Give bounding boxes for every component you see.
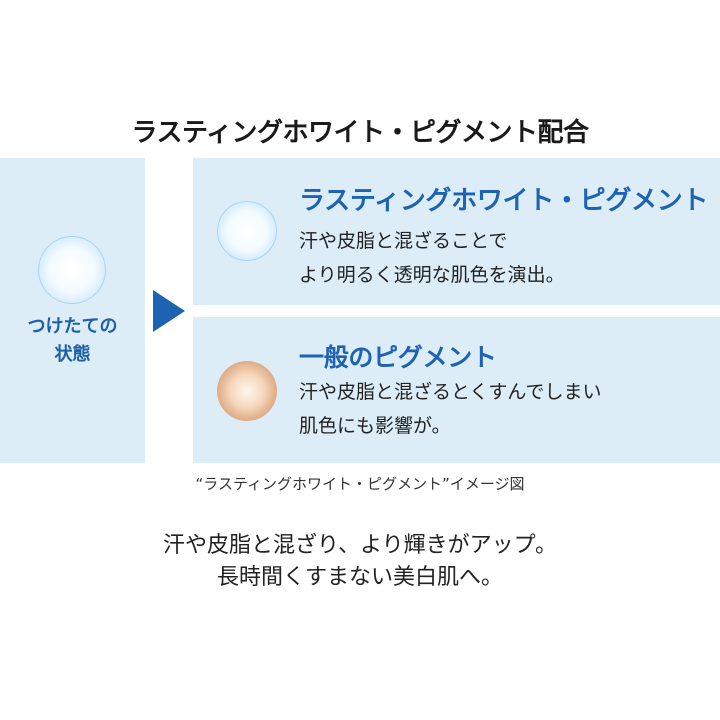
white-pigment-orb-icon: [217, 201, 277, 261]
card-description-line2: より明るく透明な肌色を演出。: [299, 264, 565, 286]
general-pigment-card: 一般のピグメント 汗や皮脂と混ざるとくすんでしまい 肌色にも影響が。: [193, 317, 720, 463]
lasting-white-pigment-card: ラスティングホワイト・ピグメント 汗や皮脂と混ざることで より明るく透明な肌色を…: [193, 158, 720, 305]
card-description-line2: 肌色にも影響が。: [299, 415, 451, 437]
initial-state-panel: [0, 158, 145, 463]
card-description: 汗や皮脂と混ざることで より明るく透明な肌色を演出。: [299, 224, 565, 292]
initial-state-label-line2: 状態: [54, 344, 91, 365]
image-caption: “ラスティングホワイト・ピグメント”イメージ図: [195, 475, 525, 493]
card-description: 汗や皮脂と混ざるとくすんでしまい 肌色にも影響が。: [299, 375, 601, 443]
card-heading: 一般のピグメント: [299, 343, 497, 372]
summary-line1: 汗や皮脂と混ざり、より輝きがアップ。: [162, 533, 558, 558]
initial-state-label: つけたての 状態: [0, 313, 145, 369]
summary-text: 汗や皮脂と混ざり、より輝きがアップ。 長時間くすまない美白肌へ。: [0, 530, 720, 594]
card-heading: ラスティングホワイト・ピグメント: [299, 186, 709, 216]
page-title: ラスティングホワイト・ピグメント配合: [131, 118, 589, 148]
initial-state-label-line1: つけたての: [27, 316, 118, 337]
summary-line2: 長時間くすまない美白肌へ。: [216, 565, 503, 590]
card-description-line1: 汗や皮脂と混ざるとくすんでしまい: [299, 381, 602, 403]
dull-pigment-orb-icon: [217, 361, 277, 421]
white-pigment-orb-icon: [38, 236, 106, 304]
right-arrow-icon: [153, 290, 185, 332]
card-description-line1: 汗や皮脂と混ざることで: [299, 230, 508, 252]
